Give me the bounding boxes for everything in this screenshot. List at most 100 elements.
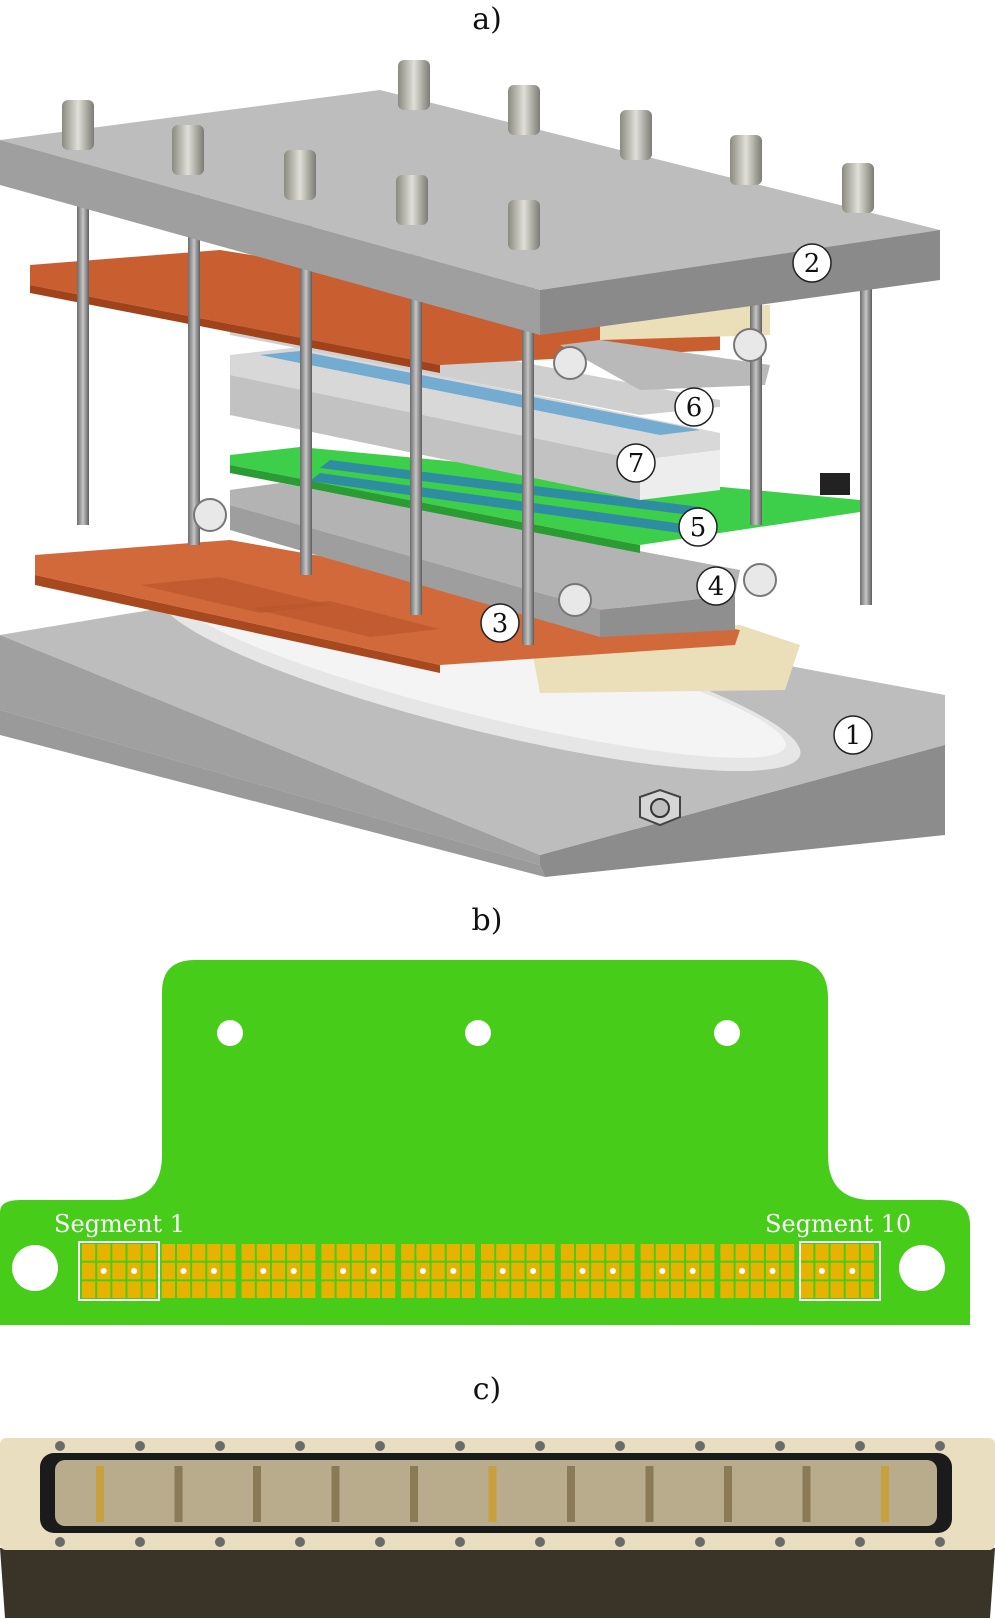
pcb-pad <box>526 1281 540 1298</box>
segment-clip <box>881 1466 889 1522</box>
pcb-pad <box>815 1244 829 1261</box>
pcb-pad <box>256 1281 270 1298</box>
pcb-pad <box>416 1244 430 1261</box>
pcb-via <box>499 1268 506 1274</box>
screw <box>615 1537 625 1547</box>
pcb-pad <box>640 1281 654 1298</box>
pcb-pad <box>781 1262 795 1280</box>
pcb-pad <box>860 1244 874 1261</box>
pcb-pad <box>720 1244 734 1261</box>
pcb-pad <box>112 1281 126 1298</box>
pcb-pad <box>241 1244 255 1261</box>
callout-2: 2 <box>792 243 832 283</box>
hose-fitting-icon <box>639 788 681 827</box>
pcb-pad <box>860 1262 874 1280</box>
svg-text:1: 1 <box>845 721 862 751</box>
screw <box>455 1441 465 1451</box>
segment-10-label: Segment 10 <box>765 1210 911 1238</box>
pcb-pad <box>321 1262 335 1280</box>
pcb-pad <box>192 1244 206 1261</box>
pcb-pad <box>701 1244 715 1261</box>
pcb-via <box>689 1268 696 1274</box>
pcb-pad <box>321 1244 335 1261</box>
svg-text:7: 7 <box>628 449 645 479</box>
pcb-pad <box>336 1281 350 1298</box>
screw <box>215 1441 225 1451</box>
pcb-pad <box>97 1244 111 1261</box>
pcb-pad <box>382 1244 396 1261</box>
pcb-pad <box>560 1262 574 1280</box>
svg-text:5: 5 <box>690 513 707 543</box>
pcb-pad <box>541 1281 555 1298</box>
screw <box>775 1441 785 1451</box>
pcb-pad <box>142 1244 156 1261</box>
pcb-pad <box>670 1262 685 1280</box>
pcb-pad <box>800 1262 814 1280</box>
pcb-via <box>818 1268 825 1274</box>
pcb-pad <box>431 1262 445 1280</box>
pcb-pad <box>781 1244 795 1261</box>
pcb-pad <box>621 1244 635 1261</box>
callout-7: 7 <box>616 443 656 483</box>
pcb-via <box>579 1268 586 1274</box>
screw <box>615 1441 625 1451</box>
callout-5: 5 <box>678 507 718 547</box>
screw <box>295 1441 305 1451</box>
screw <box>695 1537 705 1547</box>
pcb-pad <box>401 1244 415 1261</box>
pcb-pad <box>606 1281 620 1298</box>
segment-clip <box>410 1466 418 1522</box>
segment-clip <box>488 1466 497 1522</box>
pcb-pad <box>321 1281 335 1298</box>
pcb-pad <box>287 1244 301 1261</box>
pcb-pad <box>591 1244 605 1261</box>
screw <box>455 1537 465 1547</box>
segment-clip <box>96 1466 104 1522</box>
pcb-pad <box>640 1262 654 1280</box>
screw <box>855 1537 865 1547</box>
pcb-pad <box>271 1262 286 1280</box>
pcb-pad <box>446 1244 460 1261</box>
pcb-pad <box>830 1262 844 1280</box>
panel-b-label: b) <box>471 903 503 938</box>
pcb-pad <box>431 1244 445 1261</box>
screw <box>935 1537 945 1547</box>
segment-clip <box>802 1466 811 1522</box>
pcb-pad <box>670 1244 685 1261</box>
pcb-pad <box>481 1244 495 1261</box>
pcb-via <box>290 1268 297 1274</box>
pcb-via <box>370 1268 377 1274</box>
pcb-pad <box>222 1281 236 1298</box>
pcb-pad <box>207 1281 221 1298</box>
pcb-pad <box>82 1262 96 1280</box>
pcb-pad <box>207 1244 221 1261</box>
pcb-pad <box>845 1244 859 1261</box>
svg-text:6: 6 <box>686 393 703 423</box>
pcb-pad <box>750 1262 764 1280</box>
screw <box>535 1537 545 1547</box>
pcb-pad <box>511 1244 525 1261</box>
pcb-via <box>210 1268 217 1274</box>
pcb-pad <box>481 1262 495 1280</box>
pcb-pad <box>541 1262 555 1280</box>
coolant-fittings <box>193 328 777 617</box>
pcb-pad <box>830 1244 844 1261</box>
pcb-pad <box>302 1244 316 1261</box>
lower-copper-bus-plate <box>35 540 740 673</box>
pcb-pad <box>161 1262 175 1280</box>
segment-holder-block <box>230 347 720 500</box>
svg-text:3: 3 <box>492 609 509 639</box>
pcb-pad <box>82 1244 96 1261</box>
pcb-pad <box>765 1244 780 1261</box>
screw <box>855 1441 865 1451</box>
pcb-pad <box>815 1281 829 1298</box>
screw <box>775 1537 785 1547</box>
pcb-pad <box>302 1262 316 1280</box>
pcb-pad <box>416 1281 430 1298</box>
pcb-pad <box>860 1281 874 1298</box>
pcb-pad <box>446 1281 460 1298</box>
pcb-pad <box>765 1281 780 1298</box>
pcb-via <box>260 1268 267 1274</box>
pcb-pad <box>526 1244 540 1261</box>
pcb-pad <box>127 1244 141 1261</box>
